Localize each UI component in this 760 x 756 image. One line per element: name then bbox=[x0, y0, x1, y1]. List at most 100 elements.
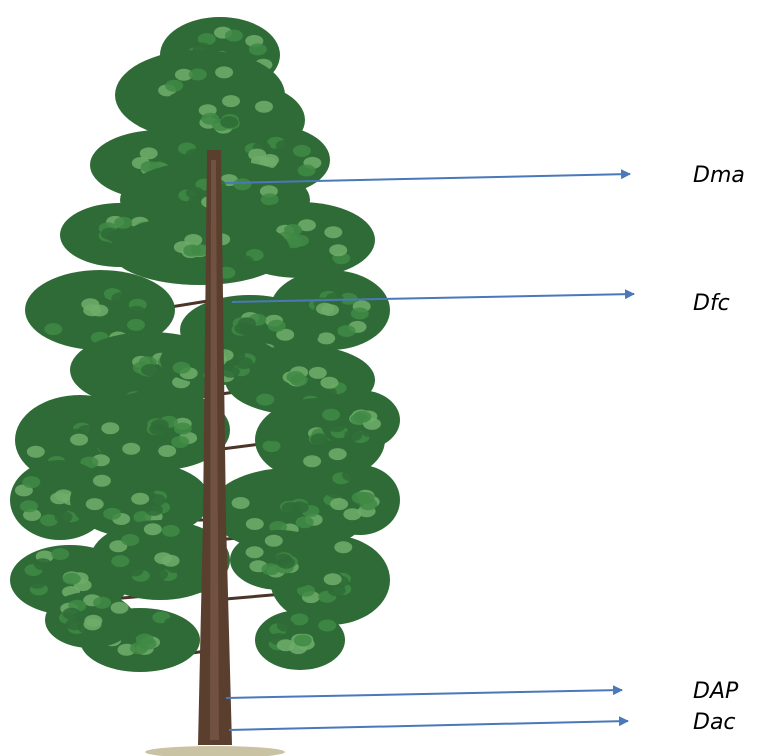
foliage-texture bbox=[111, 292, 129, 304]
foliage-texture bbox=[327, 420, 345, 432]
foliage-texture bbox=[342, 469, 360, 481]
label-dac: Dac bbox=[693, 710, 736, 735]
foliage-texture bbox=[186, 187, 204, 199]
label-dfc: Dfc bbox=[693, 291, 730, 316]
foliage-texture bbox=[303, 455, 321, 467]
foliage-texture bbox=[272, 113, 290, 125]
foliage-texture bbox=[286, 371, 304, 383]
foliage-texture bbox=[225, 30, 243, 42]
foliage-texture bbox=[140, 147, 158, 159]
foliage-texture bbox=[294, 635, 312, 647]
foliage-texture bbox=[63, 608, 81, 620]
foliage-texture bbox=[66, 618, 84, 630]
foliage-texture bbox=[284, 224, 302, 236]
foliage-texture bbox=[145, 504, 163, 516]
foliage-texture bbox=[165, 80, 183, 92]
foliage-texture bbox=[317, 257, 335, 269]
foliage-texture bbox=[343, 508, 361, 520]
foliage-texture bbox=[27, 446, 45, 458]
foliage-texture bbox=[326, 486, 344, 498]
foliage-texture bbox=[234, 238, 252, 250]
foliage-texture bbox=[344, 429, 362, 441]
foliage-texture bbox=[130, 642, 148, 654]
foliage-texture bbox=[164, 617, 182, 629]
foliage-texture bbox=[144, 523, 162, 535]
ground bbox=[145, 746, 285, 756]
foliage-texture bbox=[240, 480, 258, 492]
pine-tree-illustration bbox=[10, 17, 400, 756]
foliage-texture bbox=[84, 618, 102, 630]
foliage-texture bbox=[277, 620, 295, 632]
foliage-texture bbox=[248, 149, 266, 161]
foliage-texture bbox=[233, 178, 251, 190]
foliage-texture bbox=[86, 498, 104, 510]
foliage-texture bbox=[126, 564, 144, 576]
foliage-texture bbox=[246, 546, 264, 558]
foliage-texture bbox=[222, 366, 240, 378]
foliage-texture bbox=[296, 516, 314, 528]
foliage-texture bbox=[114, 217, 132, 229]
foliage-texture bbox=[34, 558, 52, 570]
foliage-texture bbox=[222, 95, 240, 107]
foliage-texture bbox=[186, 149, 204, 161]
foliage-texture bbox=[93, 597, 111, 609]
foliage-texture bbox=[265, 535, 283, 547]
foliage-texture bbox=[93, 475, 111, 487]
foliage-texture bbox=[174, 423, 192, 435]
foliage-texture bbox=[183, 245, 201, 257]
foliage-texture bbox=[326, 293, 344, 305]
foliage-texture bbox=[329, 244, 347, 256]
foliage-texture bbox=[141, 364, 159, 376]
foliage-texture bbox=[324, 226, 342, 238]
foliage-texture bbox=[334, 541, 352, 553]
foliage-texture bbox=[320, 377, 338, 389]
foliage-texture bbox=[131, 493, 149, 505]
foliage-texture bbox=[121, 534, 139, 546]
foliage-texture bbox=[162, 525, 180, 537]
foliage-texture bbox=[238, 317, 256, 329]
foliage-texture bbox=[20, 500, 38, 512]
foliage-texture bbox=[285, 532, 303, 544]
foliage-texture bbox=[55, 511, 73, 523]
foliage-texture bbox=[246, 518, 264, 530]
foliage-texture bbox=[103, 508, 121, 520]
foliage-texture bbox=[215, 66, 233, 78]
foliage-texture bbox=[263, 440, 281, 452]
foliage-texture bbox=[264, 430, 282, 442]
foliage-texture bbox=[353, 411, 371, 423]
foliage-texture bbox=[122, 443, 140, 455]
foliage-texture bbox=[111, 602, 129, 614]
foliage-texture bbox=[151, 419, 169, 431]
foliage-texture bbox=[70, 434, 88, 446]
foliage-texture bbox=[101, 422, 119, 434]
foliage-texture bbox=[171, 436, 189, 448]
foliage-texture bbox=[316, 303, 334, 315]
foliage-texture bbox=[236, 255, 254, 267]
foliage-texture bbox=[162, 555, 180, 567]
foliage-texture bbox=[232, 497, 250, 509]
foliage-texture bbox=[189, 69, 207, 81]
arrow-dac bbox=[229, 721, 628, 730]
foliage-texture bbox=[255, 101, 273, 113]
foliage-texture bbox=[81, 298, 99, 310]
foliage-texture bbox=[338, 325, 356, 337]
foliage-texture bbox=[184, 234, 202, 246]
foliage-texture bbox=[249, 43, 267, 55]
foliage-texture bbox=[293, 145, 311, 157]
foliage-texture bbox=[318, 620, 336, 632]
foliage-texture bbox=[277, 557, 295, 569]
foliage-texture bbox=[322, 409, 340, 421]
foliage-texture bbox=[262, 563, 280, 575]
foliage-texture bbox=[317, 332, 335, 344]
foliage-texture bbox=[268, 320, 286, 332]
foliage-texture bbox=[111, 555, 129, 567]
foliage-texture bbox=[155, 142, 173, 154]
foliage-texture bbox=[277, 639, 295, 651]
foliage-texture bbox=[276, 140, 294, 152]
foliage-texture bbox=[158, 445, 176, 457]
foliage-texture bbox=[261, 193, 279, 205]
foliage-texture bbox=[329, 448, 347, 460]
foliage-texture bbox=[328, 584, 346, 596]
label-dap: DAP bbox=[693, 679, 739, 704]
foliage-texture bbox=[256, 394, 274, 406]
